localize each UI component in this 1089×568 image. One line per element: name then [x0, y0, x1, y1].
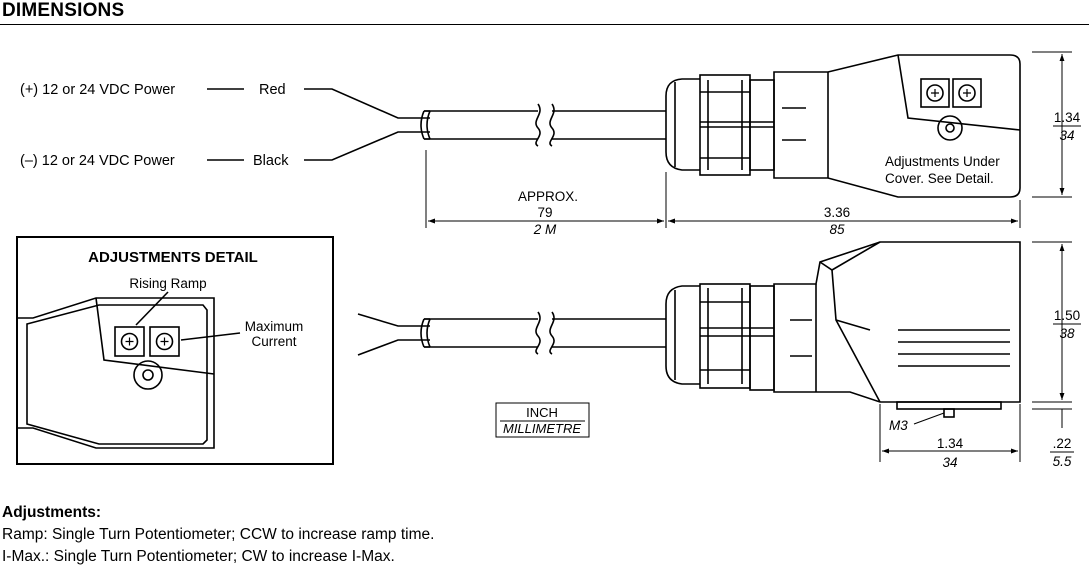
page-title: DIMENSIONS: [2, 0, 125, 21]
side-cable: [357, 311, 666, 356]
max-current-line2: Current: [251, 334, 296, 349]
screw-size-label: M3: [889, 418, 908, 433]
m3-screw-icon: [943, 408, 955, 418]
side-height-mm: 38: [1059, 326, 1075, 341]
cover-screw-icon: [937, 115, 963, 141]
top-connector: [665, 54, 1021, 198]
top-cable: [304, 88, 666, 161]
detail-ramp-pot-icon: [114, 326, 145, 357]
offset-in: .22: [1053, 436, 1072, 451]
top-dimensions: [425, 51, 1072, 228]
top-height-in: 1.34: [1054, 110, 1081, 125]
detail-title: ADJUSTMENTS DETAIL: [88, 249, 258, 266]
offset-mm: 5.5: [1053, 454, 1072, 469]
title-rule: [0, 24, 1089, 25]
units-legend-box: INCH MILLIMETRE: [495, 402, 590, 438]
imax-pot-icon: [952, 78, 982, 108]
side-connector-body: [773, 241, 1021, 403]
cable-approx-label: APPROX.: [518, 189, 578, 204]
side-dimensions: [879, 241, 1072, 462]
cover-note-line1: Adjustments Under: [885, 154, 1000, 169]
cable-length-mm: 2 M: [533, 222, 557, 237]
negative-power-label: (–) 12 or 24 VDC Power: [20, 153, 175, 169]
black-wire: [304, 131, 430, 161]
red-wire-label: Red: [259, 82, 286, 98]
detail-imax-pot-icon: [149, 326, 180, 357]
wiring-labels: (+) 12 or 24 VDC Power Red (–) 12 or 24 …: [20, 82, 289, 169]
top-height-mm: 34: [1059, 128, 1074, 143]
cable-length-in: 79: [537, 205, 552, 220]
detail-cover-screw-icon: [133, 360, 163, 390]
rising-ramp-label: Rising Ramp: [129, 276, 206, 291]
max-current-line1: Maximum: [245, 319, 304, 334]
notes-ramp-line: Ramp: Single Turn Potentiometer; CCW to …: [2, 526, 435, 543]
connector-body: [773, 54, 1021, 198]
cable-gland: [665, 78, 700, 171]
black-wire-label: Black: [253, 153, 289, 169]
notes-heading: Adjustments:: [2, 504, 102, 521]
side-height-in: 1.50: [1054, 308, 1080, 323]
body-length-in: 3.36: [824, 205, 850, 220]
positive-power-label: (+) 12 or 24 VDC Power: [20, 82, 175, 98]
red-wire: [304, 88, 430, 119]
ramp-pot-icon: [920, 78, 950, 108]
cover-note-line2: Cover. See Detail.: [885, 171, 994, 186]
side-width-mm: 34: [942, 455, 957, 470]
adjustments-detail-box: ADJUSTMENTS DETAIL Rising Ramp Maximum C…: [16, 236, 334, 465]
units-millimetre: MILLIMETRE: [503, 421, 581, 436]
side-cable-gland: [665, 285, 700, 385]
side-width-in: 1.34: [937, 436, 964, 451]
notes-imax-line: I-Max.: Single Turn Potentiometer; CW to…: [2, 548, 395, 565]
dimension-drawing: (+) 12 or 24 VDC Power Red (–) 12 or 24 …: [16, 51, 1081, 470]
body-length-mm: 85: [829, 222, 845, 237]
adjustments-notes: Adjustments: Ramp: Single Turn Potentiom…: [2, 502, 434, 568]
units-inch: INCH: [526, 405, 558, 420]
side-connector: [665, 241, 1021, 418]
